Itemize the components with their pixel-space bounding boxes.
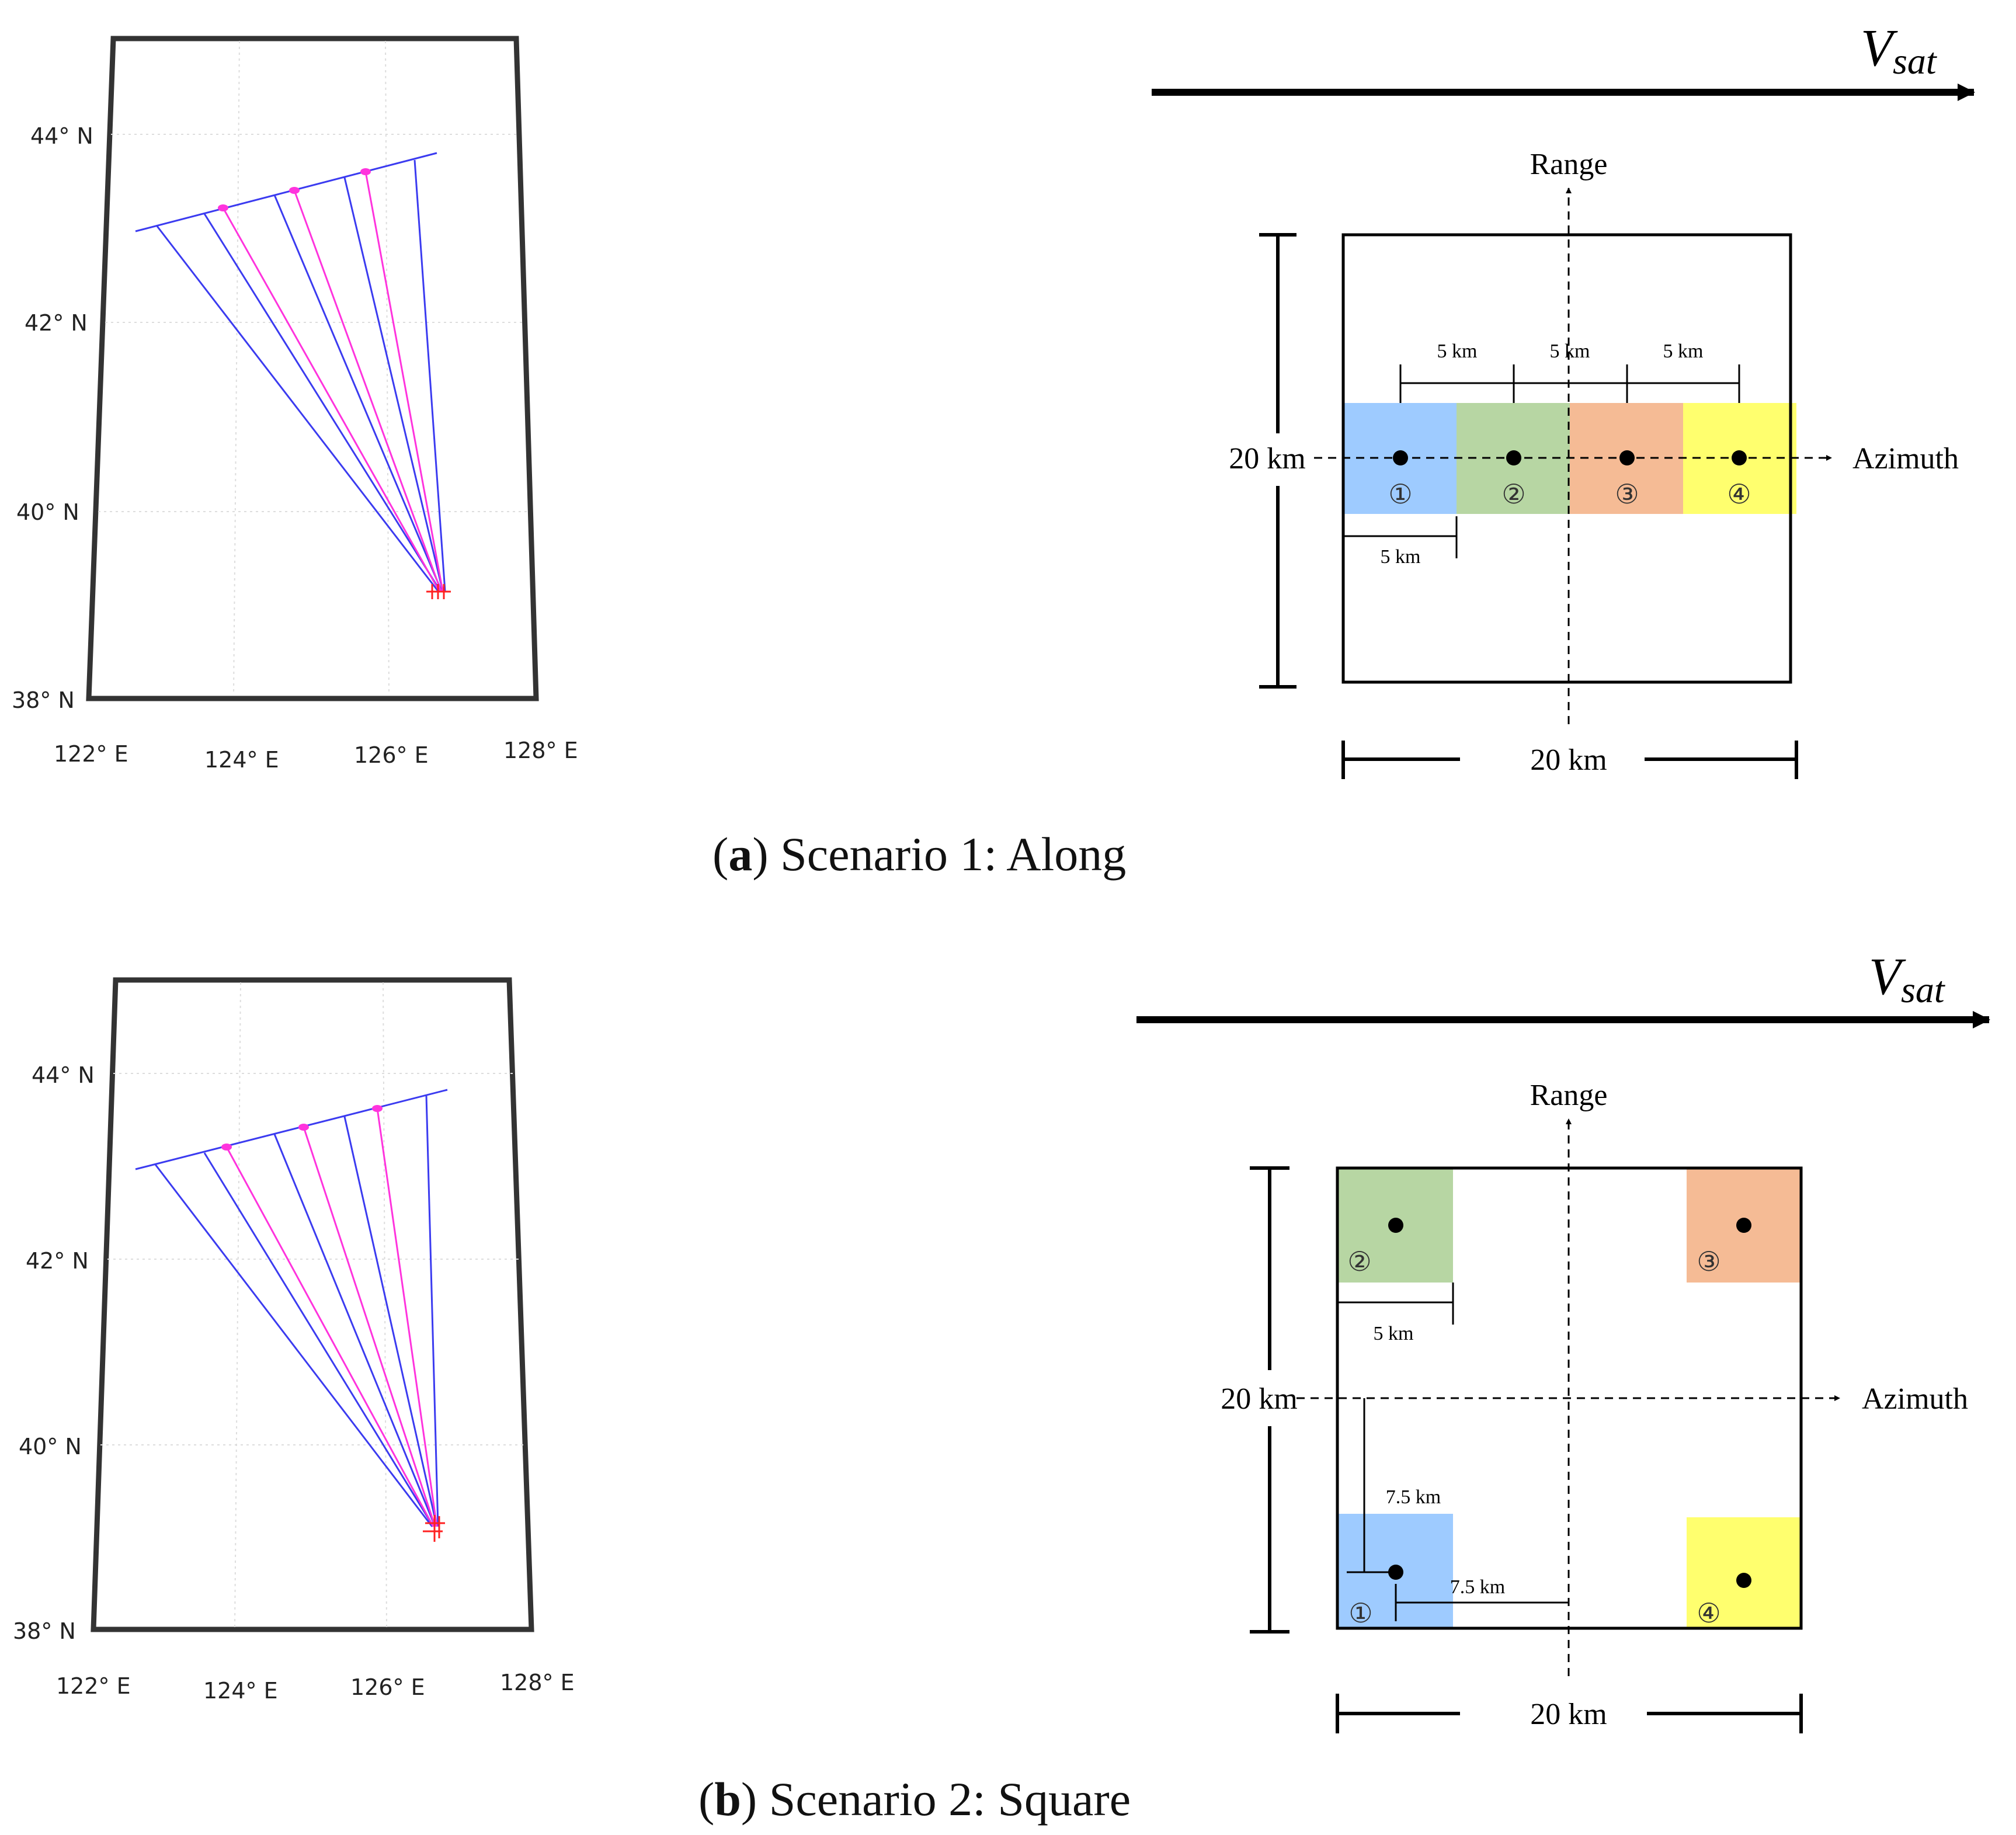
beam-markers	[218, 168, 371, 211]
spacing-label: 5 km	[1437, 340, 1478, 362]
beam-lines	[135, 1089, 448, 1527]
lat-label: 40° N	[16, 499, 79, 525]
lat-labels: 44° N 42° N 40° N 38° N	[12, 123, 93, 713]
height-label: 20 km	[1229, 442, 1305, 475]
lon-label: 122° E	[56, 1673, 131, 1699]
target-crosses	[426, 584, 451, 599]
target-label: ②	[1501, 478, 1525, 510]
map-grid	[98, 40, 530, 696]
caption-a: (a) Scenario 1: Along	[712, 828, 1126, 881]
width-dimension	[1341, 741, 1798, 779]
offset-azimuth-label: 7.5 km	[1450, 1576, 1505, 1598]
spacing-dimension	[1399, 364, 1740, 403]
lon-labels: 122° E 124° E 126° E 128° E	[56, 1670, 575, 1704]
lat-label: 42° N	[25, 310, 88, 336]
lon-label: 126° E	[350, 1674, 425, 1700]
azimuth-label: Azimuth	[1862, 1382, 1968, 1416]
beam-markers	[221, 1105, 383, 1151]
target-label: ④	[1727, 478, 1751, 510]
zone-width-label: 5 km	[1381, 546, 1421, 568]
lon-label: 124° E	[204, 747, 279, 773]
width-label: 20 km	[1530, 1698, 1607, 1731]
map-frame	[86, 36, 539, 701]
width-label: 20 km	[1530, 743, 1607, 777]
map-frame	[91, 977, 534, 1632]
lat-label: 40° N	[19, 1434, 82, 1459]
pointing-lines	[222, 171, 444, 592]
lon-label: 122° E	[54, 741, 128, 767]
spacing-label: 5 km	[1550, 340, 1590, 362]
lon-label: 128° E	[500, 1670, 575, 1695]
spacing-label: 5 km	[1663, 340, 1704, 362]
zone-width-dimension	[1337, 1283, 1454, 1325]
pointing-lines	[225, 1108, 438, 1527]
zone-width-label: 5 km	[1374, 1323, 1414, 1344]
velocity-label: Vsat	[1869, 948, 1946, 1010]
lat-label: 42° N	[26, 1248, 89, 1274]
height-dimension	[1259, 233, 1297, 689]
azimuth-label: Azimuth	[1852, 442, 1959, 475]
height-dimension	[1250, 1166, 1289, 1634]
lon-label: 126° E	[354, 742, 429, 768]
lon-label: 124° E	[203, 1678, 278, 1704]
map-panel-b: 44° N 42° N 40° N 38° N 122° E 124° E 12…	[13, 977, 575, 1704]
lon-label: 128° E	[503, 738, 578, 763]
velocity-label: Vsat	[1861, 19, 1938, 82]
lat-labels: 44° N 42° N 40° N 38° N	[13, 1062, 95, 1644]
target-dots	[1393, 450, 1747, 465]
lat-label: 44° N	[32, 1062, 95, 1088]
target-label: ①	[1388, 478, 1412, 510]
lat-label: 38° N	[13, 1618, 76, 1644]
map-panel-a: 44° N 42° N 40° N 38° N 122° E 124° E 12…	[12, 36, 578, 773]
diagram-panel-b: Vsat Range Azimuth ① ② ③ ④ 5 km 7.5 km	[1136, 948, 1990, 1733]
target-label: ②	[1347, 1246, 1371, 1277]
lon-labels: 122° E 124° E 126° E 128° E	[54, 738, 578, 773]
zone-width-dimension	[1343, 516, 1458, 558]
target-crosses	[423, 1515, 445, 1542]
beam-lines	[135, 152, 446, 592]
diagram-panel-a: Vsat Range Azimuth ① ② ③ ④ 5 km 5 km 5 k…	[1152, 19, 1975, 779]
range-label: Range	[1530, 148, 1608, 181]
offset-dimension	[1347, 1398, 1569, 1621]
height-label: 20 km	[1221, 1382, 1297, 1416]
target-label: ①	[1348, 1597, 1372, 1629]
map-grid	[100, 982, 524, 1628]
target-label: ③	[1697, 1246, 1720, 1277]
target-label: ④	[1697, 1597, 1720, 1629]
range-label: Range	[1530, 1079, 1608, 1112]
caption-b: (b) Scenario 2: Square	[698, 1773, 1131, 1826]
width-dimension	[1336, 1694, 1803, 1733]
lat-label: 38° N	[12, 687, 75, 713]
offset-range-label: 7.5 km	[1386, 1486, 1441, 1508]
target-label: ③	[1615, 478, 1639, 510]
lat-label: 44° N	[30, 123, 93, 149]
